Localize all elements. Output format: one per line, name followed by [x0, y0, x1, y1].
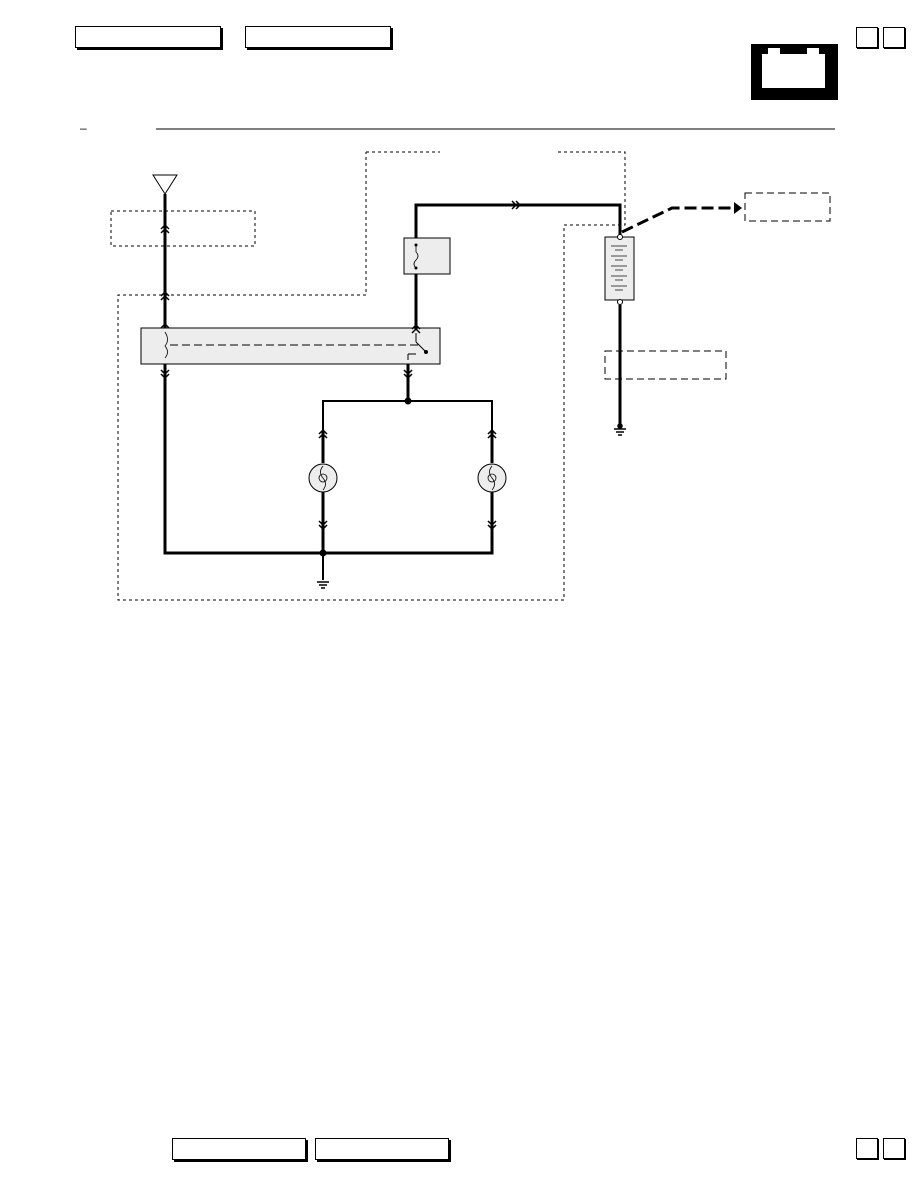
ground-label-box	[604, 350, 727, 380]
battery-terminal-neg	[768, 48, 780, 55]
battery-icon-body	[762, 48, 825, 88]
connector-chevrons-lamp-left-bottom	[318, 520, 328, 531]
wire-battery-external	[621, 206, 735, 234]
relay-unit	[140, 327, 441, 365]
lamp-left-icon	[308, 463, 338, 493]
ground-icon-lamps	[317, 581, 329, 589]
nav-button-2[interactable]	[245, 26, 391, 48]
relay-contact-left	[164, 331, 168, 359]
battery-symbol	[604, 236, 635, 301]
nav-button-1[interactable]	[75, 26, 221, 48]
lamp-right-icon	[477, 463, 507, 493]
connector-chevrons-lamp-right-bottom	[487, 520, 497, 531]
connector-chevrons-relay-left	[160, 369, 170, 380]
connector-chevrons-top	[511, 200, 522, 210]
battery-terminal-pos	[807, 48, 819, 55]
connector-chevrons-relay-out	[403, 369, 413, 380]
wire-fuse-battery	[414, 203, 622, 238]
section-marker: –	[80, 121, 87, 135]
unit-enclosure-outline	[117, 151, 626, 601]
relay-switch-right	[407, 333, 428, 360]
antenna-icon	[152, 174, 178, 222]
fuse-element	[413, 245, 419, 269]
connector-chevrons-fuse	[411, 323, 421, 334]
fuse-box	[403, 237, 451, 275]
arrow-head	[734, 202, 742, 214]
footer-next-page-button[interactable]	[883, 1138, 905, 1159]
prev-page-button[interactable]	[856, 27, 878, 48]
connector-chevrons-antenna	[160, 223, 170, 329]
footer-prev-page-button[interactable]	[856, 1138, 878, 1159]
next-page-button[interactable]	[883, 27, 905, 48]
external-label-box	[744, 192, 831, 222]
battery-icon	[751, 44, 838, 100]
ground-icon-battery	[614, 423, 626, 436]
battery-cells	[611, 245, 627, 291]
connector-chevrons-lamp-right-top	[487, 428, 497, 439]
antenna-label-box	[110, 210, 256, 247]
footer-nav-button-2[interactable]	[315, 1138, 449, 1160]
footer-nav-button-1[interactable]	[172, 1138, 306, 1160]
wire-relay-left-bus	[163, 364, 494, 555]
wire-top-branch	[322, 400, 493, 463]
connector-chevrons-lamp-left-top	[318, 428, 328, 439]
